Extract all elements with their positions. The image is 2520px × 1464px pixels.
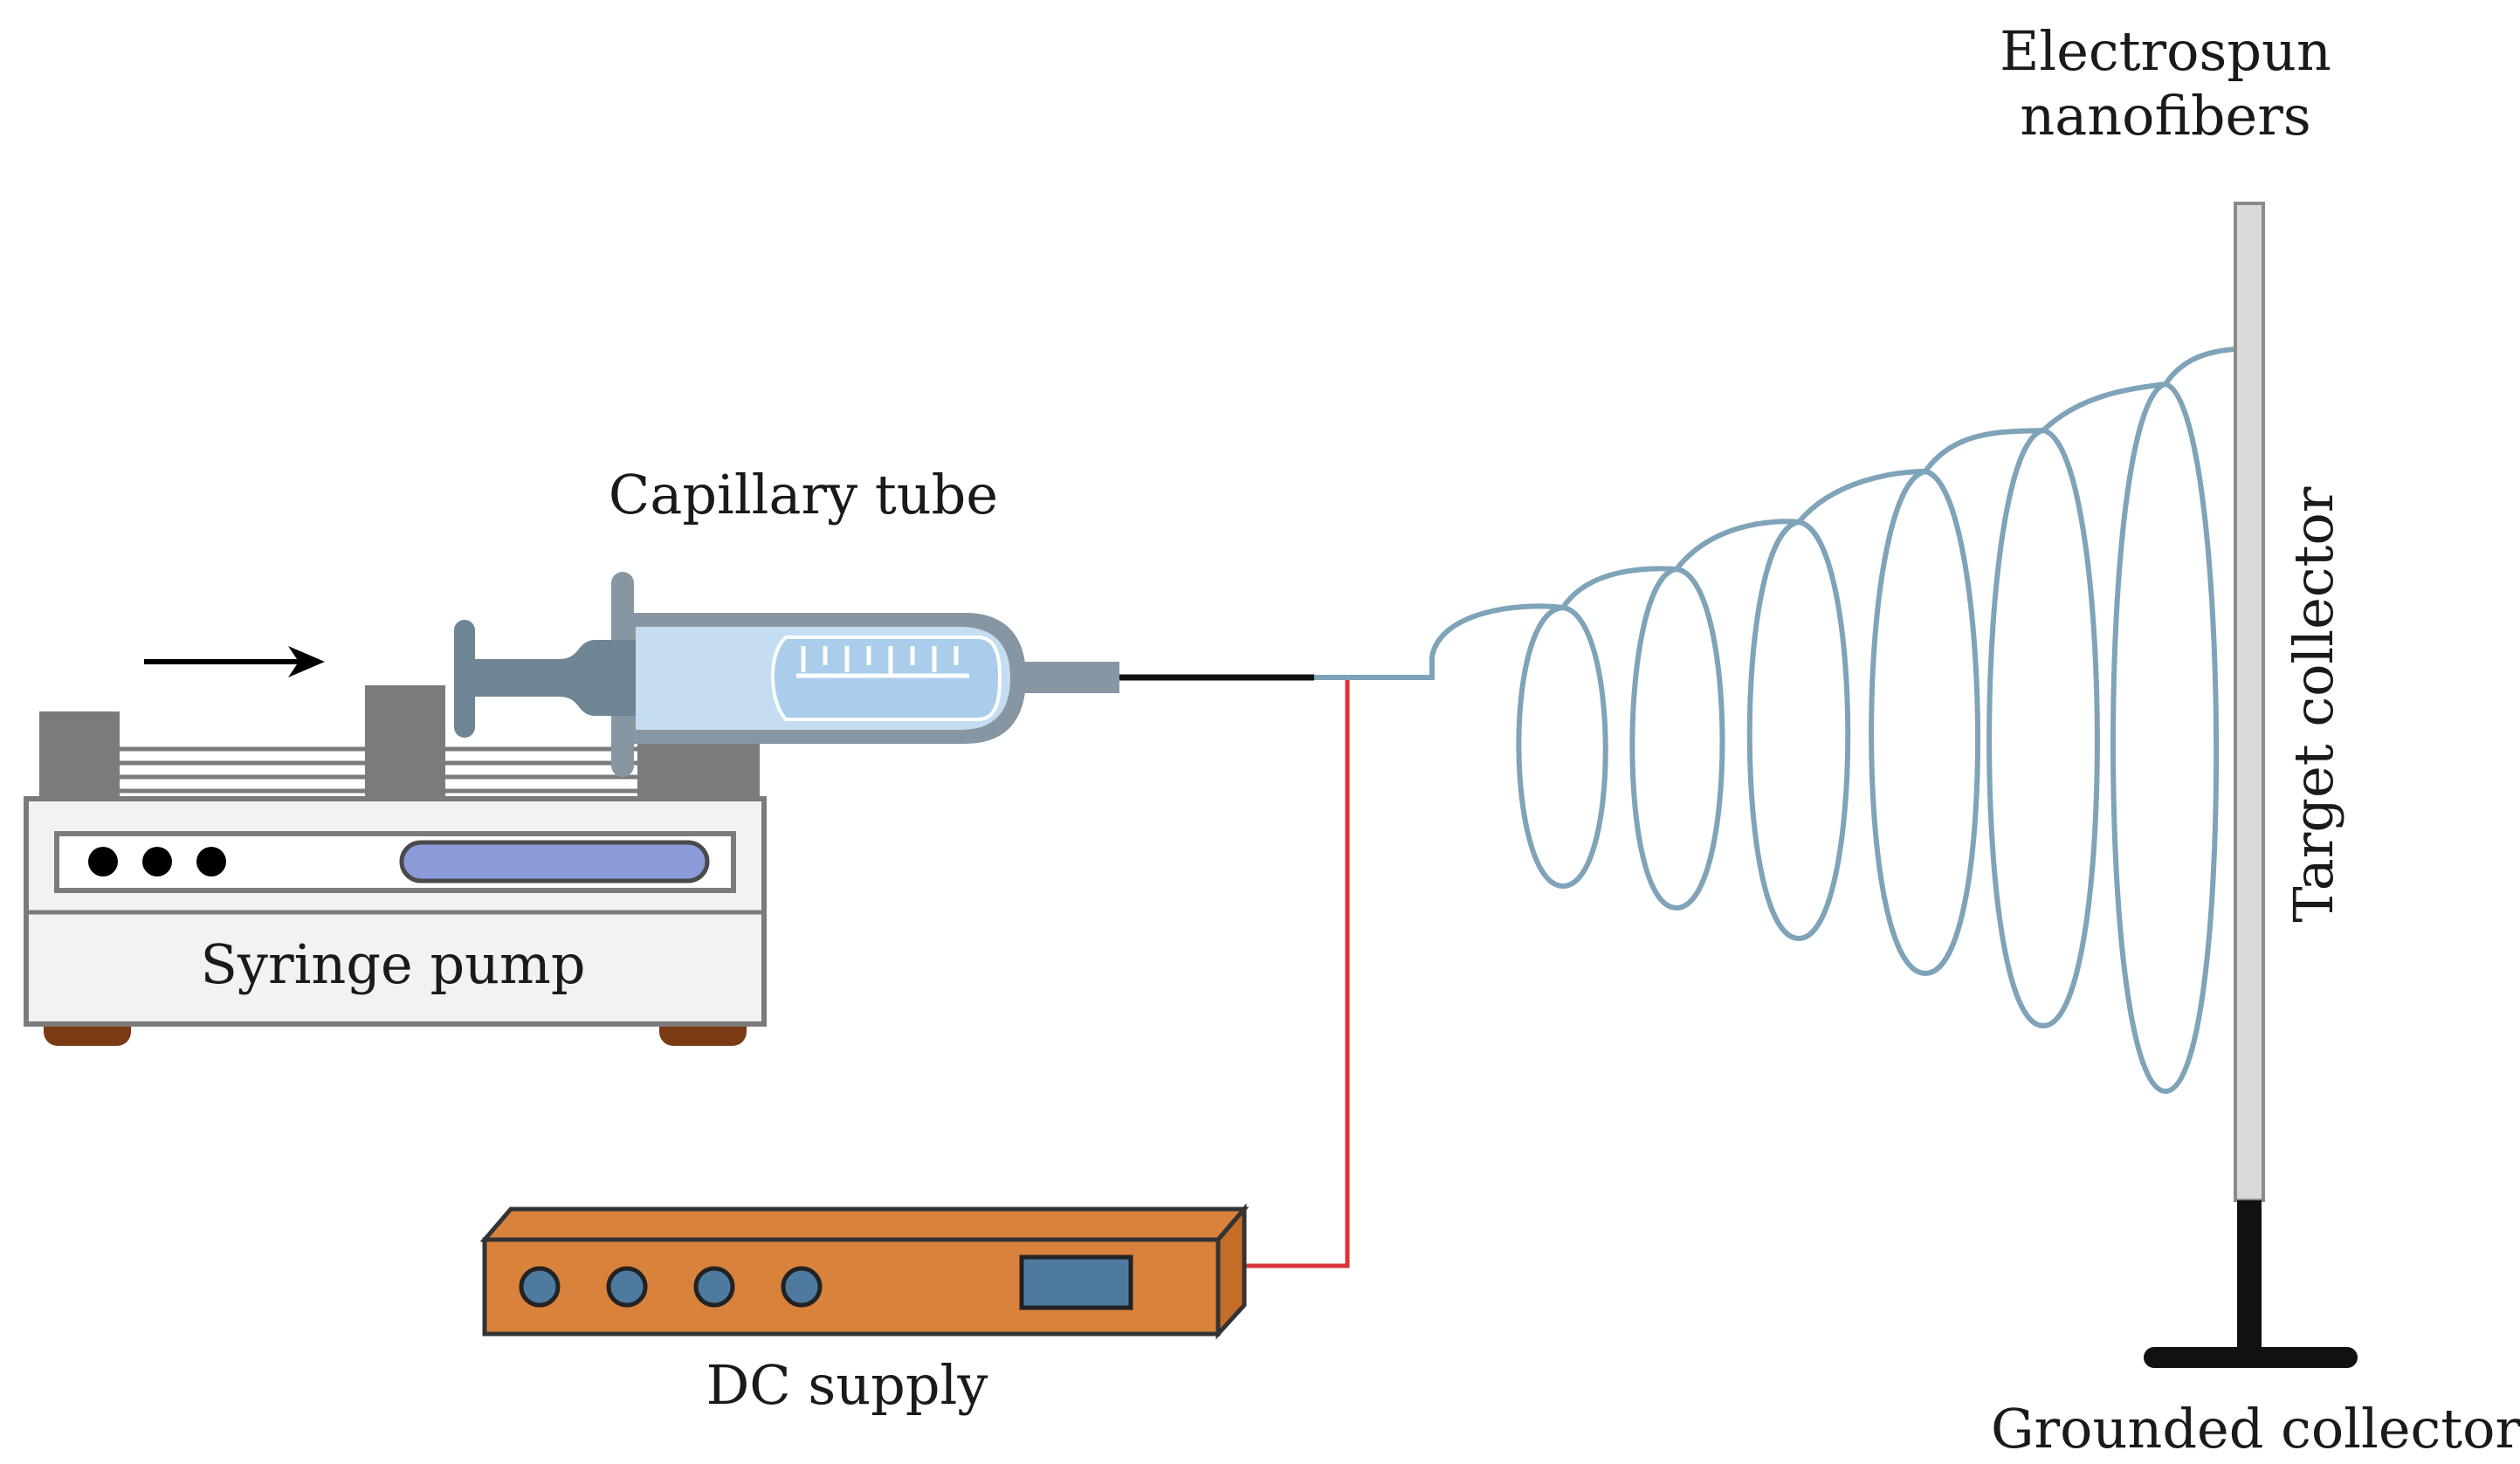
high-voltage-wire: [1231, 677, 1350, 1268]
dc-supply: [479, 1203, 1250, 1340]
stand-post: [2237, 1200, 2262, 1353]
collector-plate: [2234, 202, 2265, 1202]
label-electrospun-line2: nanofibers: [2020, 84, 2311, 148]
plunger-thumb: [454, 620, 475, 738]
label-target-collector: Target collector: [2281, 486, 2345, 923]
syringe-fluid: [770, 636, 1002, 721]
syringe-pump: [24, 685, 767, 1046]
pump-button-3: [196, 847, 226, 876]
label-dc-supply: DC supply: [706, 1353, 988, 1417]
label-syringe-pump: Syringe pump: [200, 932, 586, 996]
target-collector: [2234, 202, 2265, 1202]
label-electrospun-line1: Electrospun: [2000, 19, 2331, 83]
plunger-rod: [472, 640, 636, 716]
pump-slot: [399, 840, 710, 883]
label-electrospun-nanofibers: Electrospun nanofibers: [1921, 19, 2410, 149]
pump-button-1: [88, 847, 118, 876]
knob-icon: [781, 1266, 823, 1308]
dc-supply-top: [479, 1206, 1250, 1242]
knob-icon: [693, 1266, 735, 1308]
stand-base: [2144, 1347, 2358, 1368]
syringe: [454, 572, 1314, 777]
label-capillary-tube: Capillary tube: [608, 463, 999, 526]
grounded-collector-stand: [2144, 1200, 2358, 1368]
electrospun-fiber-jet: [1314, 347, 2236, 1095]
syringe-graduations: [796, 646, 969, 678]
pump-block-left: [39, 711, 120, 803]
syringe-hub: [1022, 662, 1119, 693]
pump-button-2: [142, 847, 172, 876]
pump-block-pusher: [365, 685, 445, 803]
label-grounded-collector: Grounded collector: [1991, 1397, 2520, 1461]
knob-icon: [606, 1266, 648, 1308]
dc-display: [1019, 1254, 1133, 1310]
right-arrow-icon: [144, 646, 325, 677]
knob-icon: [519, 1266, 561, 1308]
